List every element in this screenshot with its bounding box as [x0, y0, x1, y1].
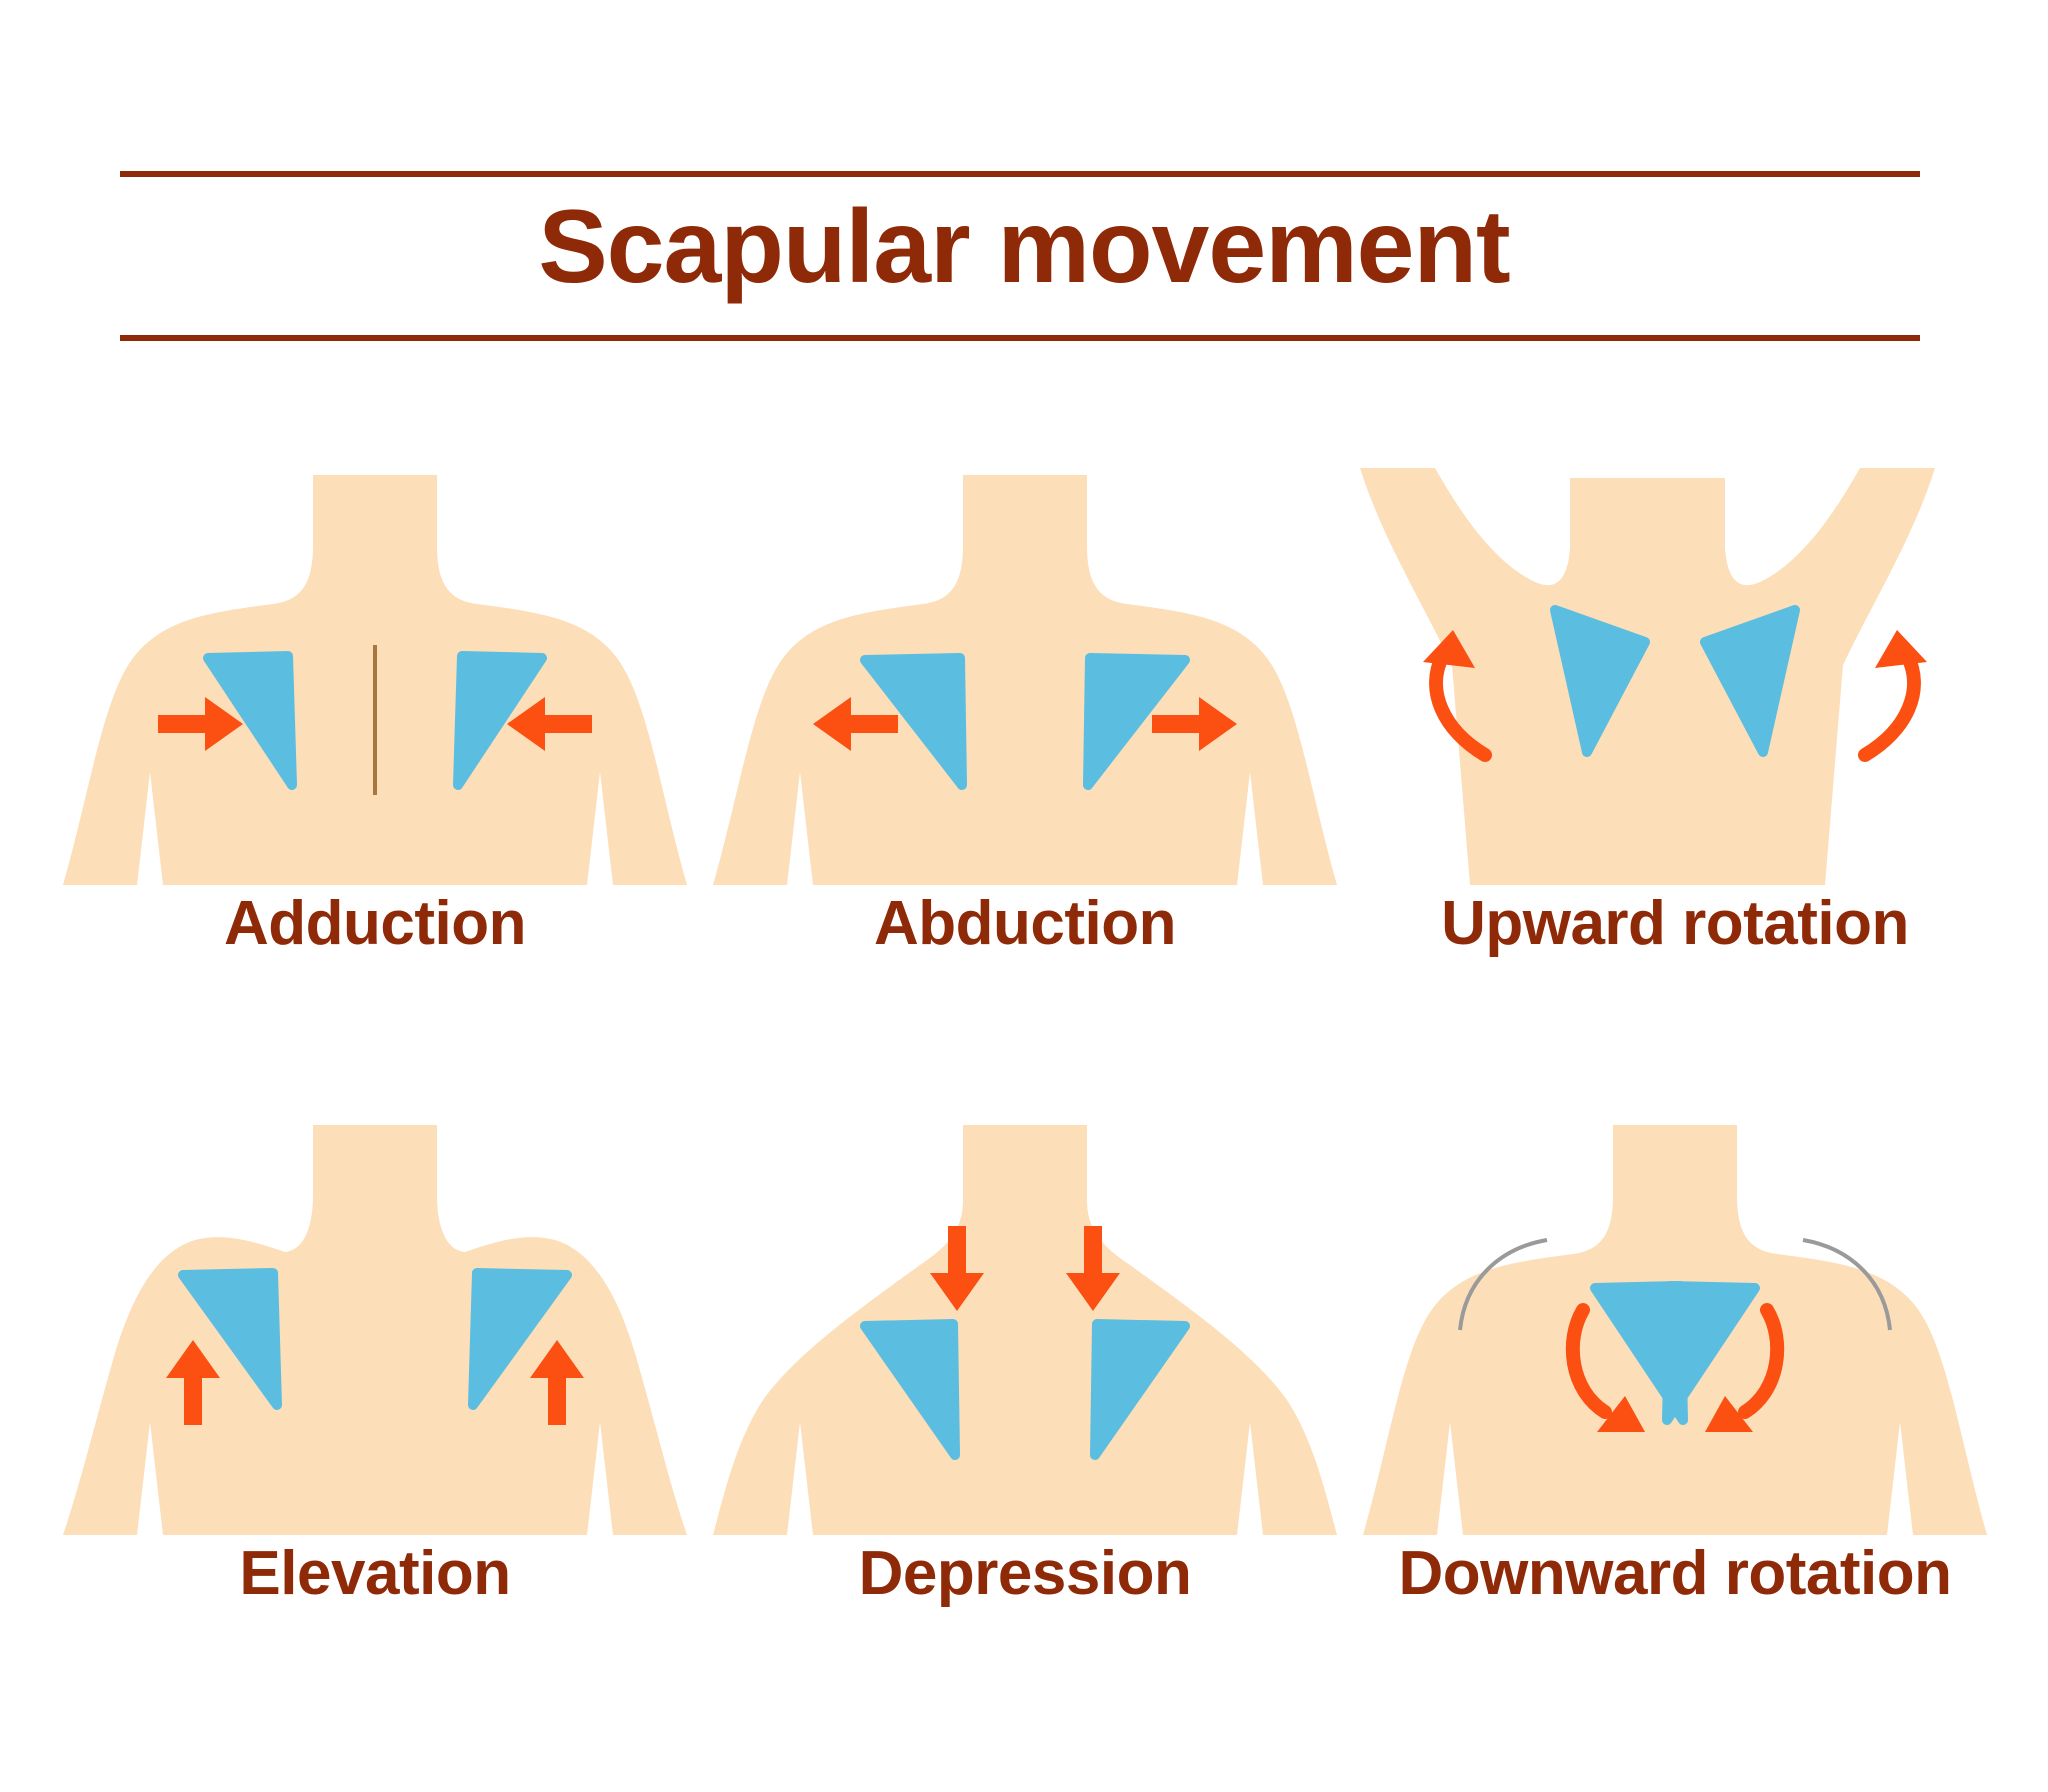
right-curved-arrow-head — [1705, 1396, 1753, 1432]
right-motion-line — [1802, 1238, 1892, 1331]
left-scapula — [203, 651, 297, 790]
movement-downward-rotation: Downward rotation — [1325, 1100, 2025, 1720]
torso — [713, 475, 1337, 885]
left-motion-line — [1458, 1238, 1548, 1331]
right-arrow-outward — [1152, 697, 1237, 751]
right-curved-arrow-head — [1875, 630, 1927, 668]
depression-label: Depression — [858, 1539, 1192, 1608]
title-rule-top — [120, 171, 1920, 177]
movement-elevation: Elevation — [25, 1100, 725, 1720]
right-curved-arrow-shaft — [1858, 648, 1921, 762]
right-scapula — [468, 1268, 572, 1410]
movement-adduction: Adduction — [25, 450, 725, 1070]
left-curved-arrow-head — [1597, 1396, 1645, 1432]
left-curved-arrow-shaft — [1565, 1303, 1612, 1419]
movement-depression: Depression — [675, 1100, 1375, 1720]
right-scapula — [1662, 1281, 1760, 1425]
right-scapula — [1083, 653, 1190, 790]
right-scapula — [453, 651, 547, 790]
left-arrow-outward — [813, 697, 898, 751]
depression-figure — [713, 1125, 1337, 1535]
downward-rotation-figure — [1363, 1125, 1987, 1535]
movement-upward-rotation: Upward rotation — [1325, 450, 2025, 1070]
downward-rotation-label: Downward rotation — [1398, 1539, 1952, 1608]
left-arrow-down — [930, 1226, 984, 1311]
elevation-label: Elevation — [239, 1539, 511, 1608]
left-curved-arrow-head — [1423, 630, 1475, 668]
right-curved-arrow-shaft — [1738, 1303, 1785, 1419]
upward-rotation-label: Upward rotation — [1441, 889, 1909, 958]
torso-arms-raised — [1360, 468, 1935, 885]
right-arrow-up — [530, 1340, 584, 1425]
left-scapula — [1550, 605, 1650, 757]
left-arrow-inward — [158, 697, 243, 751]
adduction-label: Adduction — [224, 889, 527, 958]
diagram-title: Scapular movement — [538, 189, 1510, 305]
title-rule-bottom — [120, 335, 1920, 341]
right-arrow-down — [1066, 1226, 1120, 1311]
torso — [713, 1125, 1337, 1535]
right-arrow-inward — [507, 697, 592, 751]
right-scapula — [1090, 1319, 1190, 1460]
left-scapula — [178, 1268, 282, 1410]
adduction-figure — [63, 475, 687, 885]
left-arrow-up — [166, 1340, 220, 1425]
right-scapula — [1700, 605, 1800, 757]
movement-abduction: Abduction — [675, 450, 1375, 1070]
left-scapula — [860, 1319, 960, 1460]
abduction-figure — [713, 475, 1337, 885]
left-curved-arrow-shaft — [1429, 648, 1492, 762]
left-scapula — [860, 653, 967, 790]
elevation-figure — [63, 1125, 687, 1535]
abduction-label: Abduction — [874, 889, 1177, 958]
upward-rotation-figure — [1360, 468, 1935, 885]
torso — [63, 1125, 687, 1535]
